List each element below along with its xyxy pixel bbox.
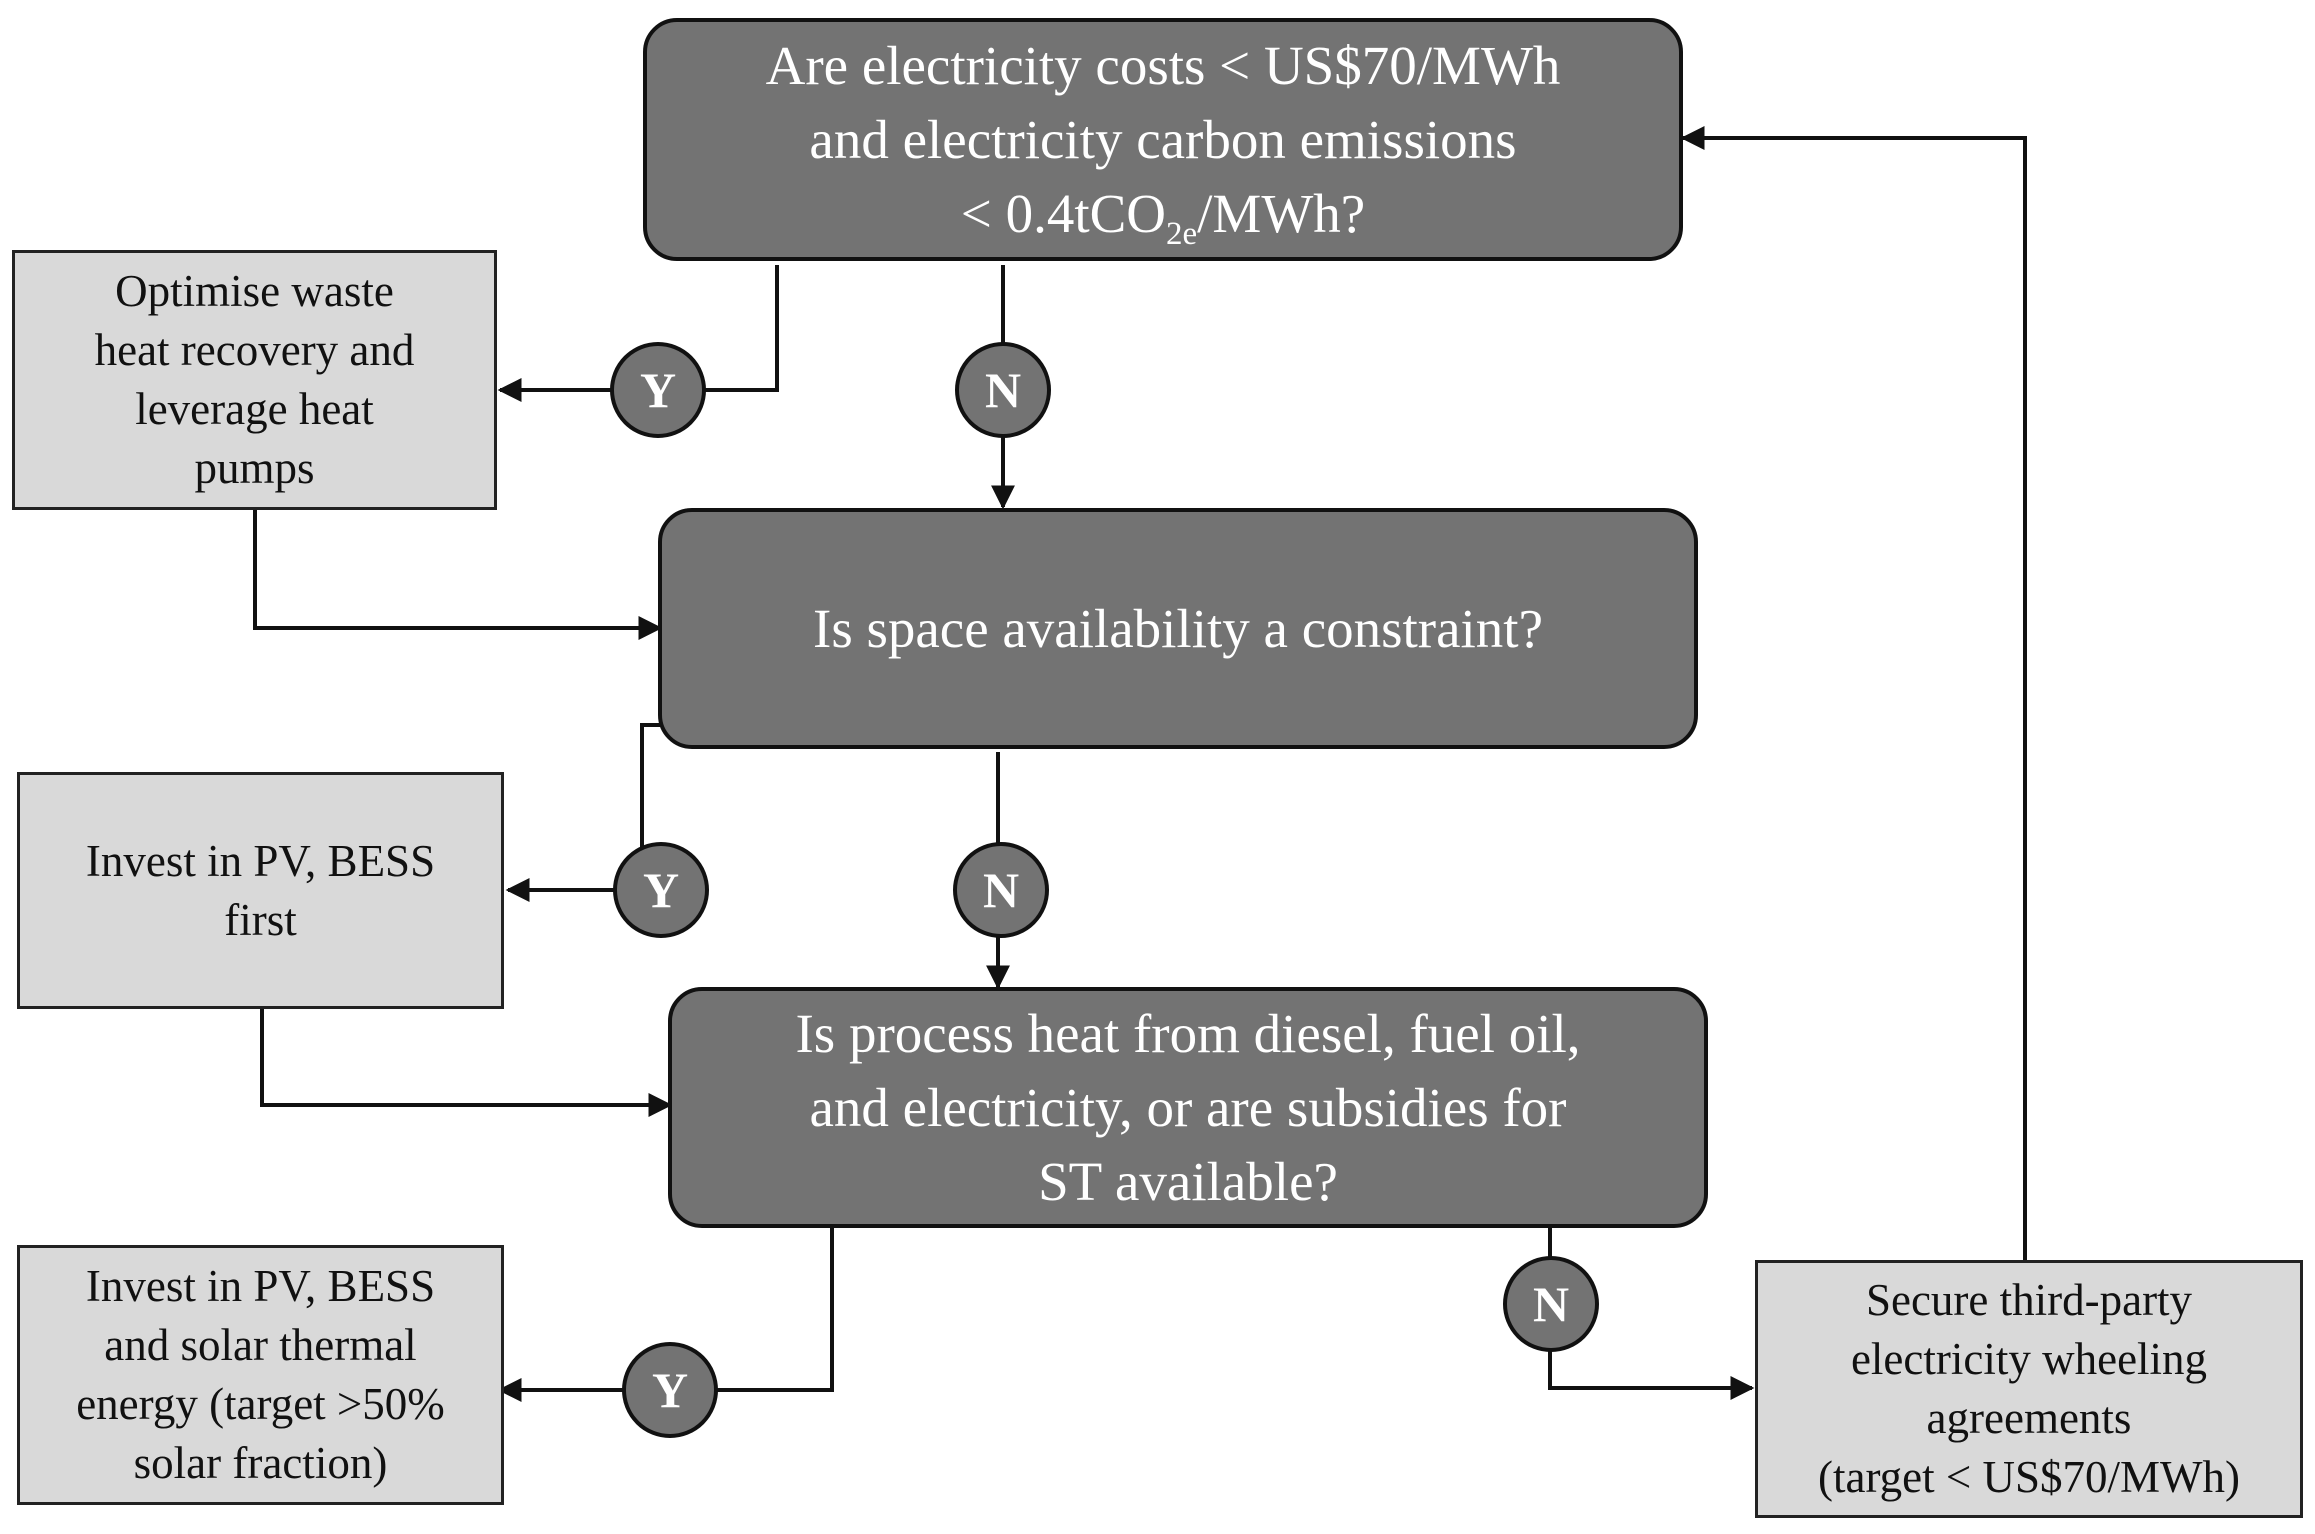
action-pv-first-line1: Invest in PV, BESS: [85, 835, 436, 886]
action-solar-line3: energy (target >50%: [76, 1379, 445, 1429]
action-heat-line1: Optimise waste: [115, 266, 394, 316]
connector-pv-to-d3: [260, 1008, 673, 1117]
no-circle-d3: N: [1503, 1256, 1599, 1352]
decision-process-heat: Is process heat from diesel, fuel oil, a…: [668, 987, 1708, 1228]
no-circle-d2: N: [953, 842, 1049, 938]
decision-process-line3: ST available?: [1038, 1150, 1338, 1212]
connector-d2-yes: [505, 723, 675, 902]
decision-electricity-line1: Are electricity costs < US$70/MWh: [765, 34, 1561, 96]
action-wheeling-agreements: Secure third-party electricity wheeling …: [1755, 1260, 2303, 1518]
action-pv-bess-solar: Invest in PV, BESS and solar thermal ene…: [17, 1245, 504, 1505]
decision-electricity-line2: and electricity carbon emissions: [809, 108, 1517, 170]
yes-circle-d3: Y: [622, 1342, 718, 1438]
action-solar-line4: solar fraction): [133, 1438, 388, 1488]
connector-d1-yes: [497, 265, 779, 402]
no-circle-d1: N: [955, 342, 1051, 438]
yes-circle-d1: Y: [610, 342, 706, 438]
decision-space-text: Is space availability a constraint?: [813, 597, 1543, 659]
connector-d3-yes: [497, 1228, 834, 1402]
yes-circle-d2: Y: [613, 842, 709, 938]
action-heat-recovery: Optimise waste heat recovery and leverag…: [12, 250, 497, 510]
decision-space-constraint: Is space availability a constraint?: [658, 508, 1698, 749]
action-heat-line2: heat recovery and: [94, 325, 415, 375]
connector-wheeling-loop: [1680, 126, 2027, 1260]
decision-process-line2: and electricity, or are subsidies for: [809, 1076, 1567, 1138]
action-wheeling-line2: electricity wheeling: [1850, 1334, 2208, 1384]
action-wheeling-line1: Secure third-party: [1865, 1275, 2193, 1325]
action-wheeling-line3: agreements: [1926, 1393, 2132, 1443]
decision-process-line1: Is process heat from diesel, fuel oil,: [795, 1002, 1581, 1064]
action-heat-line4: pumps: [194, 443, 315, 493]
action-solar-line2: and solar thermal: [104, 1320, 417, 1370]
decision-electricity-line3: < 0.4tCO2e/MWh?: [960, 182, 1366, 252]
action-wheeling-line4: (target < US$70/MWh): [1818, 1452, 2240, 1502]
connector-heat-to-d2: [253, 510, 663, 640]
action-solar-line1: Invest in PV, BESS: [85, 1261, 436, 1311]
action-heat-line3: leverage heat: [135, 384, 374, 434]
action-pv-first-line2: first: [224, 894, 297, 945]
action-pv-bess-first: Invest in PV, BESS first: [17, 772, 504, 1009]
decision-electricity-cost: Are electricity costs < US$70/MWh and el…: [643, 18, 1683, 261]
